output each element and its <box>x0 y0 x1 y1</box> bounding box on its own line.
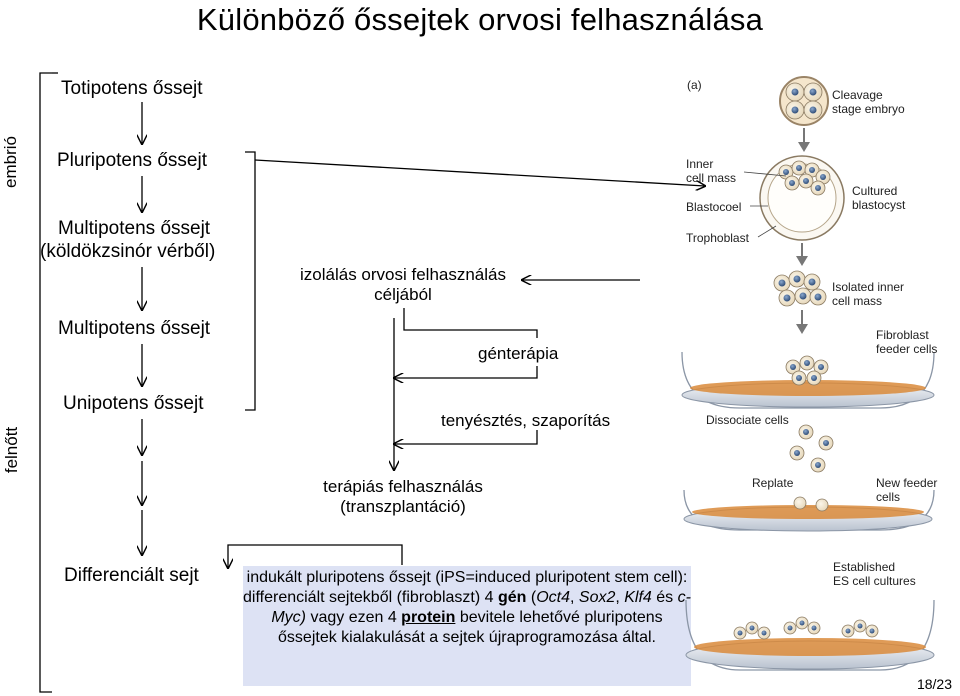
dish-feeder <box>681 351 935 409</box>
dissociated-cells <box>789 424 834 473</box>
pluripotent-label: Pluripotens őssejt <box>57 150 207 171</box>
newfeeder-line-1: New feeder <box>876 476 938 490</box>
culture-down <box>394 430 538 444</box>
ips-text-1: indukált pluripotens őssejt (iPS=induced… <box>243 569 688 606</box>
culture-loop <box>394 366 538 378</box>
blastocoel-label: Blastocoel <box>686 200 742 214</box>
cultured-line-2: blastocyst <box>852 198 906 212</box>
ips-gene-sox2: Sox2 <box>578 589 616 606</box>
multipotent-label: Multipotens őssejt <box>58 318 211 339</box>
isolated-icm <box>773 270 827 307</box>
replate-label: Replate <box>752 476 794 490</box>
established-line-1: Established <box>833 560 896 574</box>
dissociate-label: Dissociate cells <box>706 413 789 427</box>
isolation-flow <box>403 308 538 338</box>
fibro-line-2: feeder cells <box>876 342 938 356</box>
isolation-line-2: céljából <box>374 285 432 304</box>
dish-replate <box>683 489 935 532</box>
ips-text-2: ( <box>526 589 537 606</box>
ips-text-5: bevitele lehetővé pluripotens őssejtek k… <box>278 609 663 646</box>
inner-line-2: cell mass <box>686 171 737 185</box>
isolation-label: izolálás orvosi felhasználás céljából <box>268 265 538 305</box>
isolation-line-1: izolálás orvosi felhasználás <box>300 265 506 284</box>
isolated-line-1: Isolated inner <box>832 280 905 294</box>
left-bracket <box>39 72 52 693</box>
unipotent-label: Unipotens őssejt <box>63 393 204 414</box>
cleavage-line-1: Cleavage <box>832 88 883 102</box>
ips-arrow <box>228 544 403 568</box>
totipotent-label: Totipotens őssejt <box>61 78 203 99</box>
established-line-2: ES cell cultures <box>833 574 916 588</box>
blastocyst <box>759 155 845 241</box>
inner-line-1: Inner <box>686 157 714 171</box>
ips-gene-oct4: Oct4 <box>536 589 570 606</box>
culture-label: tenyésztés, szaporítás <box>441 411 611 430</box>
ips-note: indukált pluripotens őssejt (iPS=induced… <box>243 566 691 686</box>
cleavage-embryo <box>779 76 829 126</box>
multipotent-cord-source: (köldökzsinór vérből) <box>40 241 216 262</box>
gene-therapy-label: génterápia <box>478 344 559 363</box>
cultured-line-1: Cultured <box>852 184 898 198</box>
page-number: 18/23 <box>916 676 952 692</box>
ips-protein: protein <box>401 609 456 626</box>
cleavage-line-2: stage embryo <box>832 102 905 116</box>
differentiated-label: Differenciált sejt <box>64 565 199 586</box>
ips-sep-1: , <box>570 589 579 606</box>
ips-gene-cmyc: c-Myc) <box>271 589 691 626</box>
trophoblast-label: Trophoblast <box>686 231 749 245</box>
ips-text-4: vagy ezen 4 <box>306 609 402 626</box>
newfeeder-line-2: cells <box>876 490 901 504</box>
ips-sep-2: , <box>615 589 625 606</box>
ips-gene-klf4: Klf4 <box>624 589 652 606</box>
pluri-to-blastocyst <box>254 159 705 186</box>
multipotent-cord-label: Multipotens őssejt <box>58 218 211 239</box>
figure-panel-label: (a) <box>687 78 702 92</box>
fibro-line-1: Fibroblast <box>876 328 929 342</box>
dish-established <box>685 599 935 671</box>
therapeutic-label: terápiás felhasználás (transzplantáció) <box>293 477 513 517</box>
page-title: Különböző őssejtek orvosi felhasználása <box>196 2 764 37</box>
isolated-line-2: cell mass <box>832 294 883 308</box>
therapeutic-line-1: terápiás felhasználás <box>323 477 483 496</box>
arrowhead-cleavage <box>798 142 810 152</box>
stem-bracket <box>245 151 256 411</box>
ips-gen: gén <box>497 589 527 606</box>
ips-text-3: és <box>651 589 678 606</box>
therapeutic-line-2: (transzplantáció) <box>340 497 466 516</box>
